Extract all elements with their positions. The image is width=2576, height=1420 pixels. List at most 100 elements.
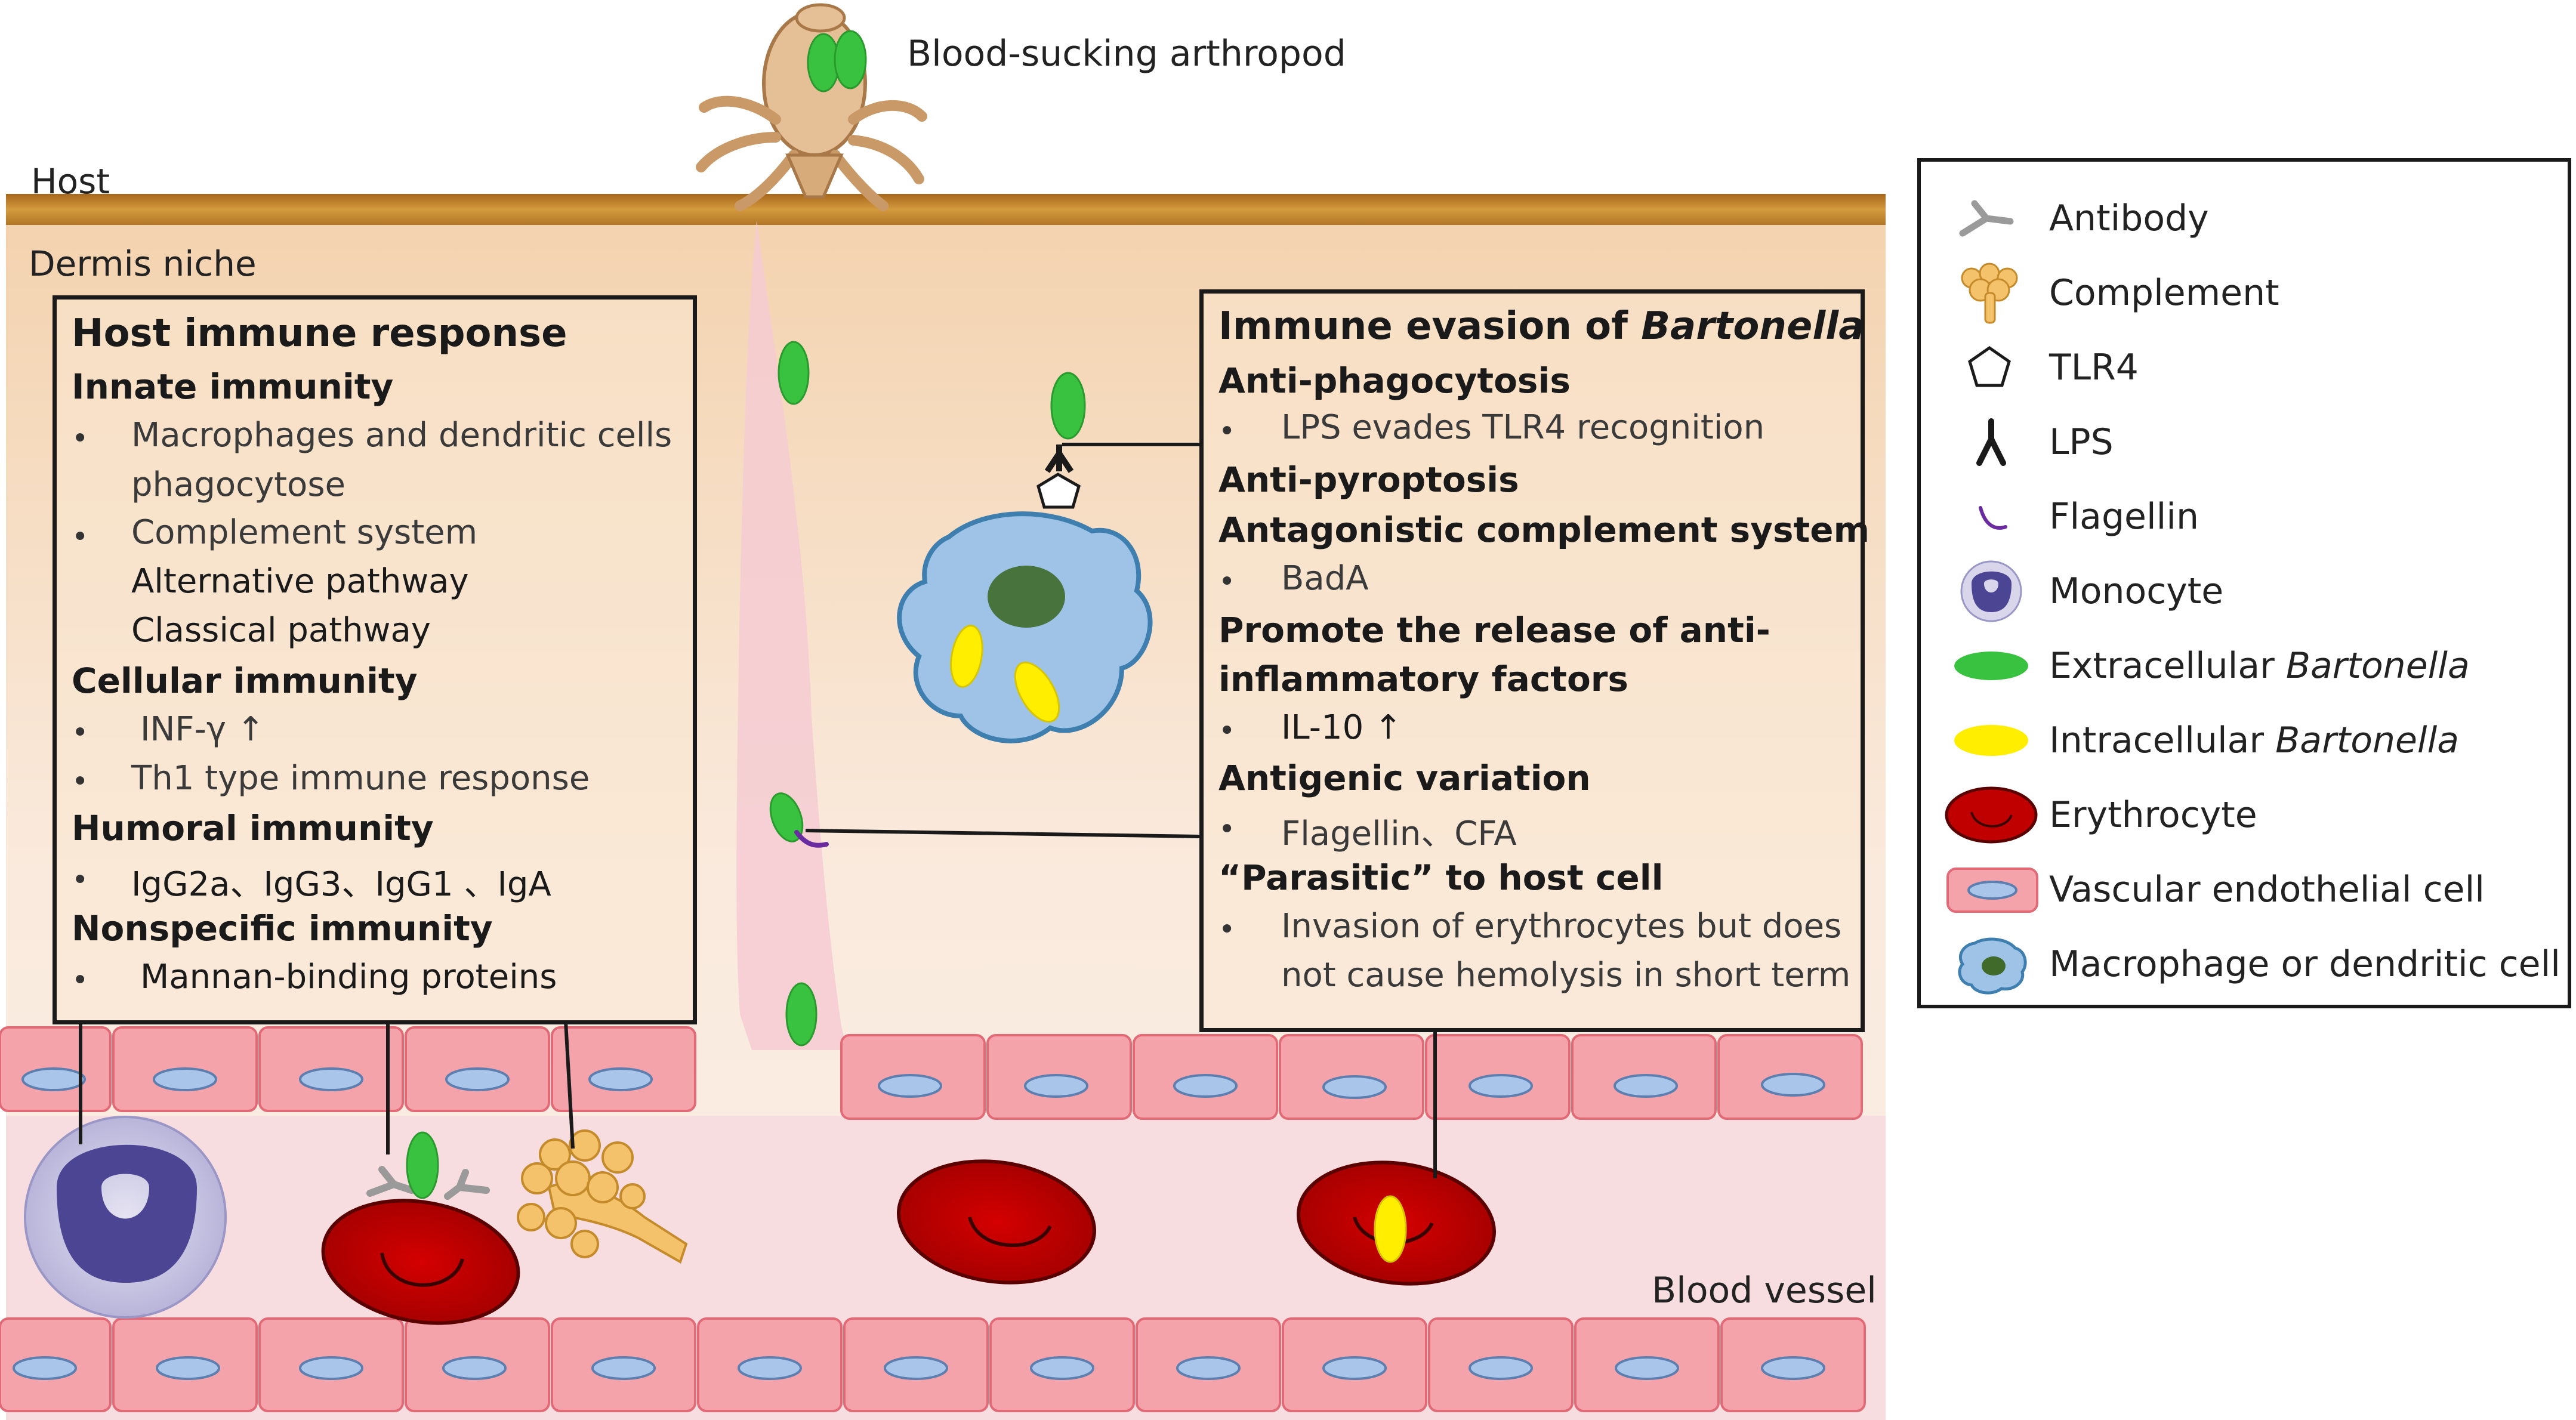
legend-label-text: Extracellular	[2049, 645, 2286, 687]
complement-icon	[1961, 263, 2018, 324]
legend-label: Intracellular Bartonella	[2049, 720, 2459, 761]
anti-pyroptosis-heading: Anti-pyroptosis	[1218, 459, 1519, 500]
evasion-title-italic: Bartonella	[1641, 304, 1865, 348]
legend-label: TLR4	[2049, 347, 2139, 388]
cellular-item-2: Th1 type immune response	[131, 759, 590, 798]
antibodies-with-bartonella	[366, 1131, 490, 1200]
bullet: •	[72, 716, 89, 749]
legend-item: LPS	[1921, 409, 2568, 475]
tlr4-receptor	[1036, 473, 1081, 509]
flagellin-icon	[1979, 506, 2007, 530]
legend-label-text: Intracellular	[2049, 720, 2276, 761]
humoral-item-1: IgG2a、IgG3、IgG1 、IgA	[131, 865, 551, 904]
parasitic-heading: “Parasitic” to host cell	[1218, 857, 1664, 898]
flagellin	[794, 830, 829, 848]
erythrocyte	[321, 1199, 520, 1325]
extracellular-bartonella-icon	[1954, 652, 2028, 680]
legend-label: Complement	[2049, 272, 2279, 314]
legend-label: Antibody	[2049, 197, 2209, 239]
bullet: •	[1218, 415, 1236, 448]
endothelial-row-bottom	[0, 1317, 1866, 1412]
bullet: •	[72, 863, 89, 897]
bullet: •	[1218, 813, 1236, 846]
legend-item: Vascular endothelial cell	[1921, 857, 2568, 922]
innate-item-2a: Alternative pathway	[131, 562, 469, 601]
antigenic-item: Flagellin、CFA	[1281, 814, 1517, 853]
host-immune-response-panel: Host immune response Innate immunity • M…	[53, 295, 697, 1024]
erythrocyte	[897, 1159, 1096, 1285]
erythrocyte-icon	[1945, 786, 2038, 844]
antibody-icon	[1959, 200, 2014, 237]
legend-item: Intracellular Bartonella	[1921, 708, 2568, 773]
legend-item: Extracellular Bartonella	[1921, 633, 2568, 699]
bullet: •	[72, 765, 89, 798]
innate-item-2: Complement system	[131, 513, 478, 552]
bullet: •	[1218, 565, 1236, 598]
macrophage-dendritic-cell	[897, 511, 1153, 743]
legend-label: LPS	[2049, 421, 2114, 463]
monocyte	[24, 1116, 227, 1319]
legend-label: Vascular endothelial cell	[2049, 869, 2485, 910]
blood-sucking-arthropod	[696, 3, 927, 211]
bullet: •	[72, 422, 89, 455]
endothelial-row-top	[0, 1026, 1863, 1120]
legend-label: Flagellin	[2049, 496, 2199, 538]
cellular-heading: Cellular immunity	[72, 660, 418, 701]
cellular-item-1: INF-γ ↑	[140, 710, 265, 749]
intracellular-bartonella-icon	[1954, 725, 2028, 756]
legend-item: Complement	[1921, 260, 2568, 326]
parasitic-item-b: not cause hemolysis in short term	[1281, 956, 1851, 995]
vascular-endothelial-cell-icon	[1946, 868, 2038, 913]
promote-item: IL-10 ↑	[1281, 708, 1402, 747]
humoral-heading: Humoral immunity	[72, 808, 434, 848]
bullet: •	[72, 964, 89, 997]
nonspecific-heading: Nonspecific immunity	[72, 908, 493, 949]
erythrocyte-infected	[1297, 1160, 1496, 1286]
bartonella-on-macrophage	[1050, 372, 1086, 440]
antagonistic-item: BadA	[1281, 559, 1369, 598]
immune-evasion-panel: Immune evasion of Bartonella Anti-phagoc…	[1199, 289, 1869, 1032]
legend-label: Macrophage or dendritic cell	[2049, 943, 2560, 985]
connector-flagellin	[805, 829, 1200, 838]
bullet: •	[1218, 913, 1236, 946]
legend-label: Monocyte	[2049, 570, 2224, 612]
legend-label-italic: Bartonella	[2275, 720, 2460, 761]
connector-complement	[564, 1021, 575, 1149]
antigenic-heading: Antigenic variation	[1218, 758, 1591, 798]
lps	[1044, 444, 1074, 473]
legend-item: Antibody	[1921, 186, 2568, 251]
innate-heading: Innate immunity	[72, 366, 394, 407]
bullet: •	[72, 520, 89, 554]
complement	[517, 1129, 688, 1264]
host-label: Host	[31, 161, 110, 202]
antagonistic-heading: Antagonistic complement system	[1218, 510, 1870, 550]
legend-label: Extracellular Bartonella	[2049, 645, 2470, 687]
legend-item: Erythrocyte	[1921, 782, 2568, 848]
bite-tract	[736, 221, 847, 1050]
monocyte-icon	[1960, 560, 2022, 622]
innate-item-2b: Classical pathway	[131, 611, 431, 650]
skin-surface	[6, 194, 1886, 225]
extracellular-bartonella	[778, 341, 810, 405]
intracellular-bartonella	[1014, 661, 1060, 723]
macrophage-dendritic-cell-icon	[1958, 937, 2027, 995]
legend-item: TLR4	[1921, 335, 2568, 400]
anti-phagocytosis-item: LPS evades TLR4 recognition	[1281, 408, 1765, 447]
innate-item-1b: phagocytose	[131, 465, 345, 504]
arthropod-bartonella-2	[834, 30, 867, 89]
arthropod-label: Blood-sucking arthropod	[907, 33, 1346, 75]
legend-label-italic: Bartonella	[2285, 645, 2470, 687]
intracellular-bartonella	[950, 625, 983, 688]
tlr4-icon	[1968, 345, 2011, 387]
legend-item: Flagellin	[1921, 484, 2568, 550]
evasion-title-prefix: Immune evasion of	[1218, 304, 1642, 348]
legend-item: Monocyte	[1921, 558, 2568, 624]
parasitic-item-a: Invasion of erythrocytes but does	[1281, 907, 1842, 946]
blood-vessel-label: Blood vessel	[1652, 1270, 1877, 1311]
bartonella-with-flagellin	[769, 792, 804, 842]
legend-item: Macrophage or dendritic cell	[1921, 931, 2568, 997]
promote-heading-line2: inflammatory factors	[1218, 659, 1628, 699]
extracellular-bartonella	[785, 982, 817, 1047]
promote-heading-line1: Promote the release of anti-	[1218, 610, 1770, 650]
bullet: •	[1218, 714, 1236, 748]
